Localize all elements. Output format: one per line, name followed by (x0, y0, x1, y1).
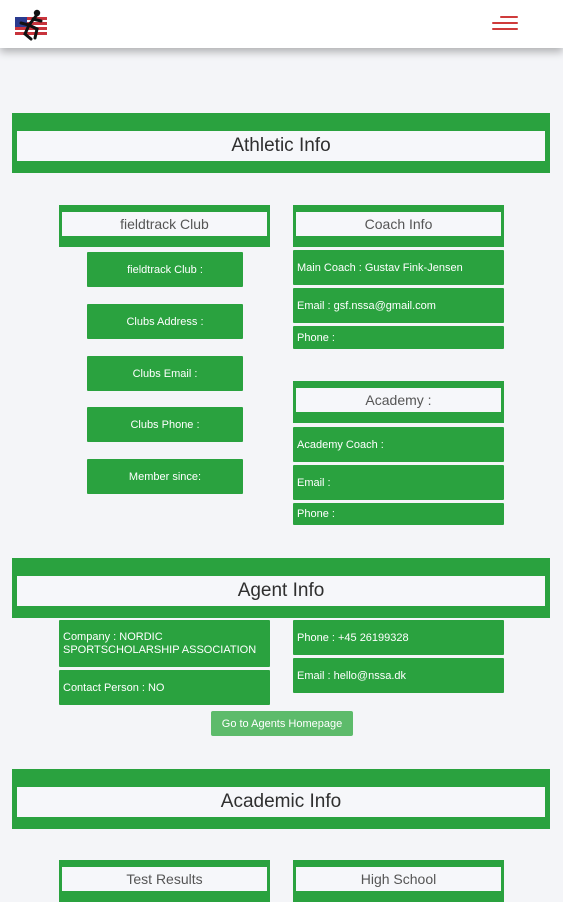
academy-email-field: Email : (293, 465, 504, 500)
section-title: Athletic Info (17, 131, 545, 161)
agent-contact-field: Contact Person : NO (59, 670, 270, 705)
academy-phone-field: Phone : (293, 503, 504, 525)
high-school-card-header[interactable]: High School (293, 860, 504, 902)
club-name-field: fieldtrack Club : (87, 252, 243, 287)
agents-homepage-button[interactable]: Go to Agents Homepage (211, 711, 353, 736)
coach-card-header: Coach Info (293, 205, 504, 247)
agent-email-field: Email : hello@nssa.dk (293, 658, 504, 693)
coach-email-field: Email : gsf.nssa@gmail.com (293, 288, 504, 323)
card-title: Test Results (62, 867, 267, 891)
agent-info-section: Agent Info (12, 558, 550, 618)
agent-phone-field: Phone : +45 26199328 (293, 620, 504, 655)
top-bar (0, 0, 563, 48)
member-since-field: Member since: (87, 459, 243, 494)
agent-company-field: Company : NORDIC SPORTSCHOLARSHIP ASSOCI… (59, 620, 270, 667)
coach-phone-field: Phone : (293, 326, 504, 349)
card-title: High School (296, 867, 501, 891)
academy-card-header: Academy : (293, 381, 504, 423)
runner-flag-logo[interactable] (11, 8, 51, 42)
card-title: Coach Info (296, 212, 501, 236)
section-title: Agent Info (17, 576, 545, 606)
club-card-header: fieldtrack Club (59, 205, 270, 247)
hamburger-menu-icon[interactable] (488, 12, 522, 36)
academic-info-section: Academic Info (12, 769, 550, 829)
club-email-field: Clubs Email : (87, 356, 243, 391)
main-coach-field: Main Coach : Gustav Fink-Jensen (293, 250, 504, 285)
card-title: fieldtrack Club (62, 212, 267, 236)
academy-coach-field: Academy Coach : (293, 427, 504, 462)
test-results-card-header[interactable]: Test Results (59, 860, 270, 902)
section-title: Academic Info (17, 787, 545, 817)
athletic-info-section: Athletic Info (12, 113, 550, 173)
card-title: Academy : (296, 388, 501, 412)
club-phone-field: Clubs Phone : (87, 407, 243, 442)
club-address-field: Clubs Address : (87, 304, 243, 339)
